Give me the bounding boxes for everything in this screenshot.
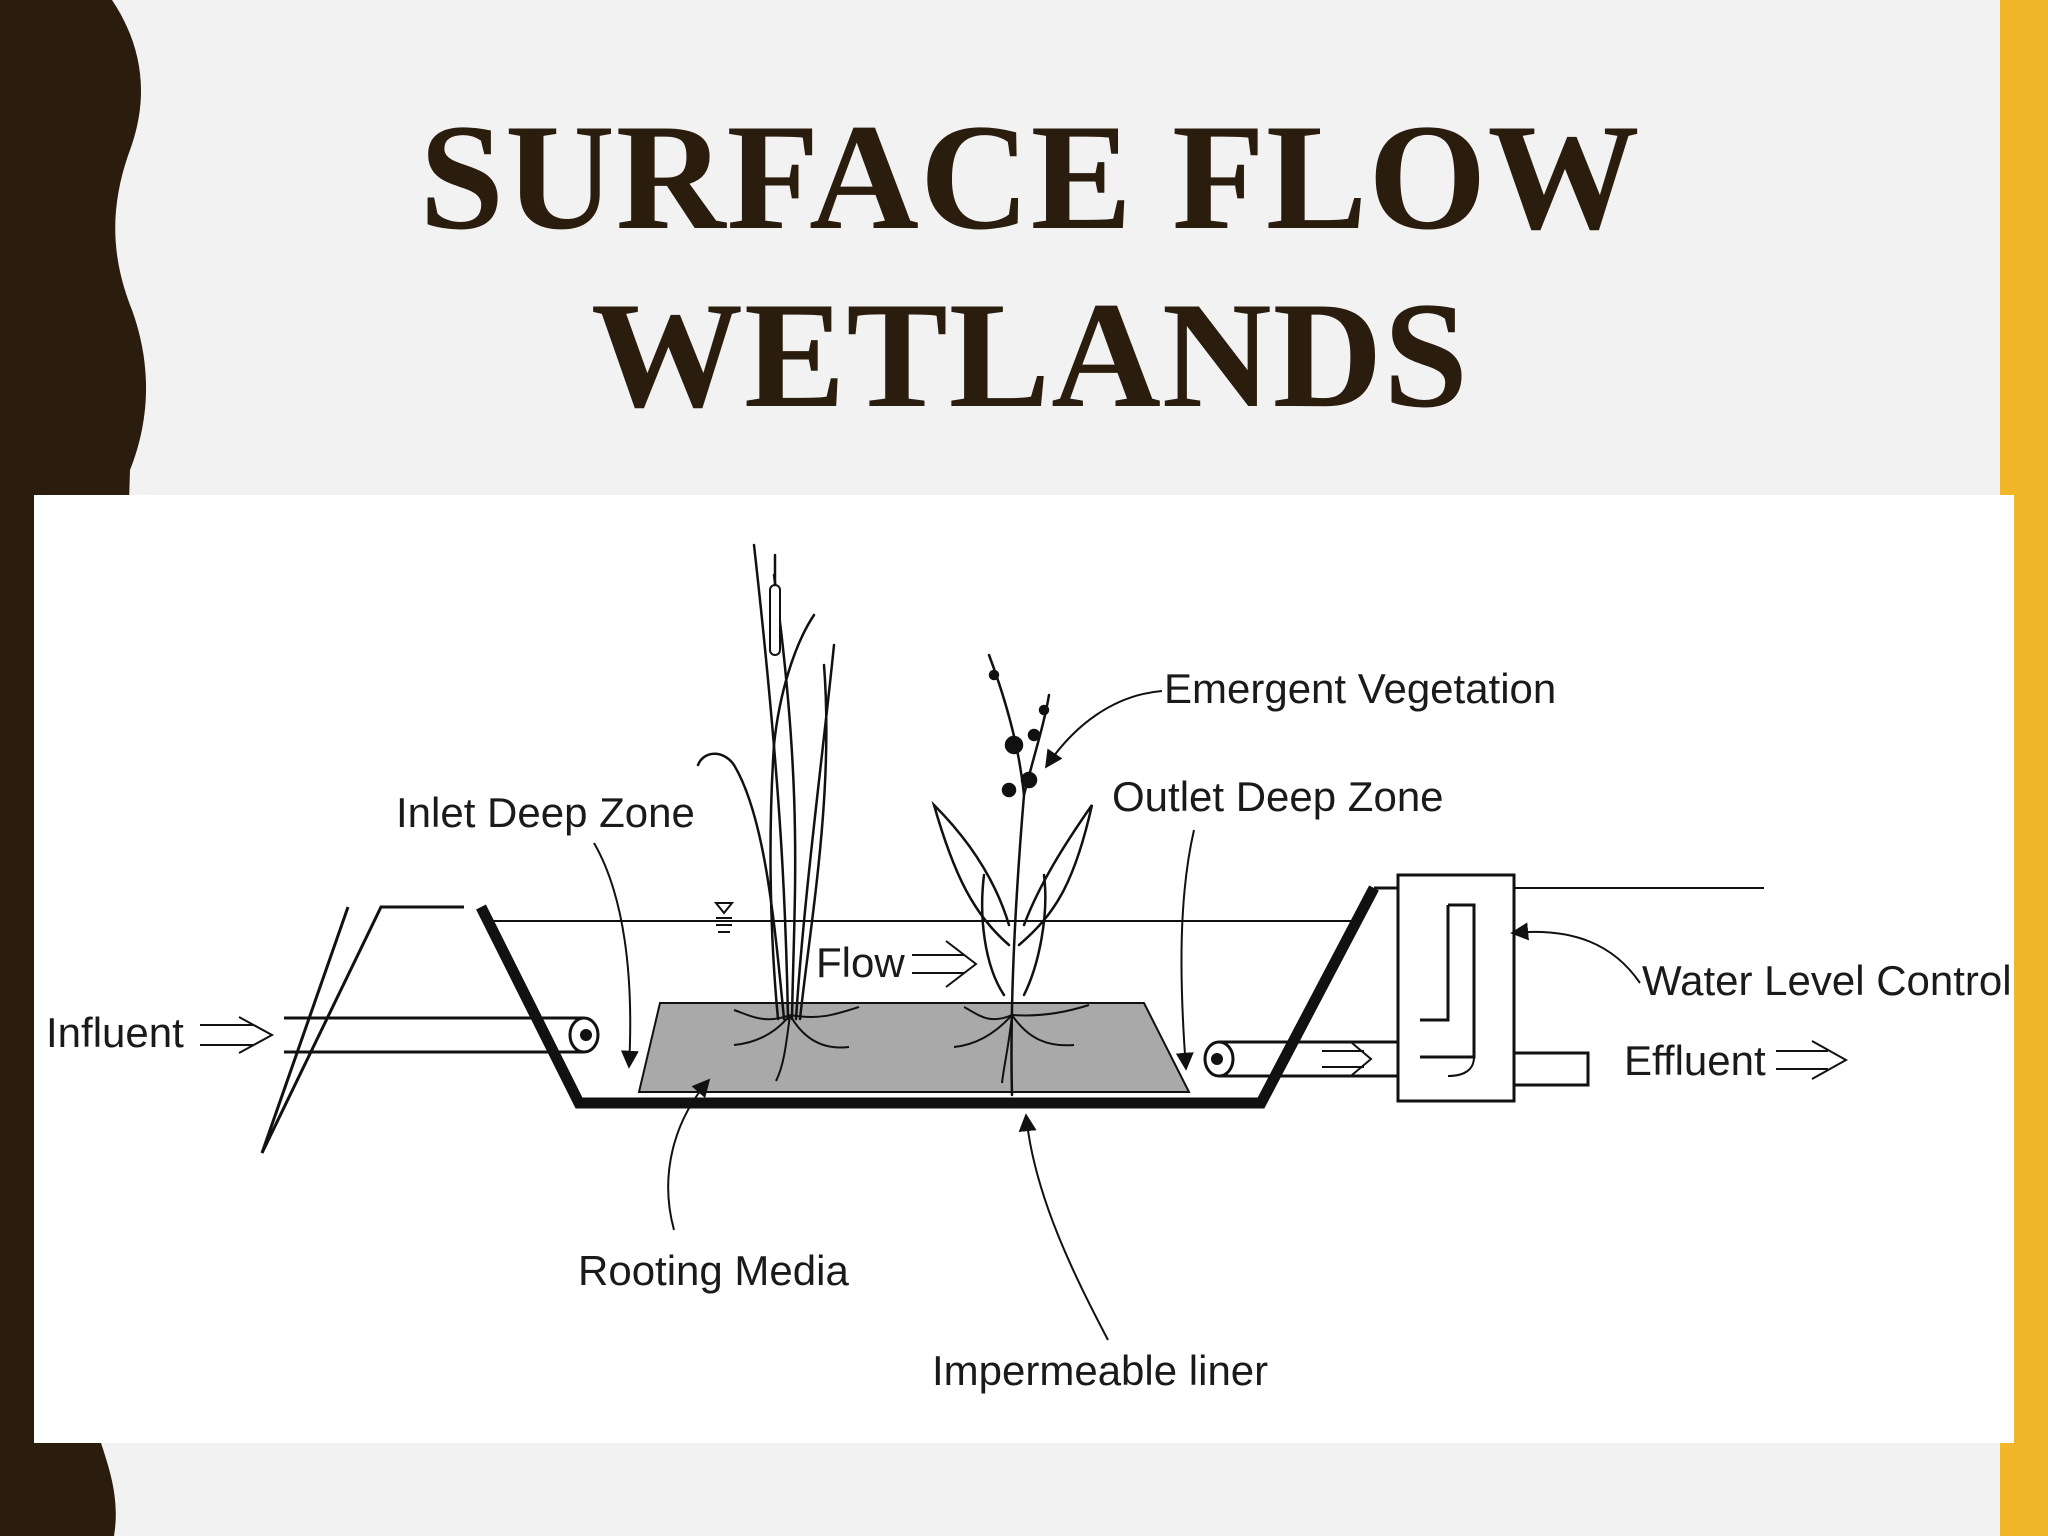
label-inlet-deep-zone: Inlet Deep Zone: [396, 789, 695, 836]
influent-pipe: [284, 1016, 600, 1054]
water-level-symbol: [713, 902, 735, 933]
label-impermeable-liner: Impermeable liner: [932, 1347, 1268, 1394]
effluent-arrow: [1776, 1040, 1849, 1080]
flow-arrow: [912, 940, 978, 988]
slide-title: SURFACE FLOW WETLANDS: [330, 88, 1730, 444]
impermeable-liner: [476, 885, 1379, 1109]
label-influent: Influent: [46, 1009, 184, 1056]
water-level-control-structure: [1374, 873, 1764, 1103]
water-level-control-pointer: [1510, 922, 1641, 984]
label-outlet-deep-zone: Outlet Deep Zone: [1112, 773, 1444, 820]
rooting-media: [637, 1002, 1191, 1093]
plant-roots: [733, 1004, 1090, 1084]
wetland-cross-section-diagram: Influent Inlet Deep Zone Flow Emergent V…: [46, 543, 2012, 1394]
label-emergent-vegetation: Emergent Vegetation: [1164, 665, 1556, 712]
wetland-diagram-panel: Influent Inlet Deep Zone Flow Emergent V…: [34, 495, 2014, 1443]
label-flow: Flow: [816, 939, 905, 986]
left-berm: [260, 905, 464, 1154]
inlet-deep-zone-pointer: [593, 842, 639, 1069]
outlet-deep-zone-pointer: [1175, 829, 1195, 1071]
title-line-1: SURFACE FLOW: [419, 93, 1641, 261]
label-water-level-control: Water Level Control: [1642, 957, 2012, 1004]
left-berm-slope: [260, 906, 350, 1154]
cattail-plant: [696, 543, 836, 1021]
rooting-media-pointer: [667, 1078, 711, 1231]
emergent-vegetation-pointer: [1045, 690, 1163, 769]
label-rooting-media: Rooting Media: [578, 1247, 849, 1294]
flowering-plant: [931, 653, 1094, 1097]
impermeable-liner-pointer: [1018, 1113, 1109, 1341]
title-line-2: WETLANDS: [591, 271, 1469, 439]
label-effluent: Effluent: [1624, 1037, 1766, 1084]
influent-arrow: [200, 1016, 275, 1054]
effluent-pipe: [1203, 1040, 1420, 1078]
